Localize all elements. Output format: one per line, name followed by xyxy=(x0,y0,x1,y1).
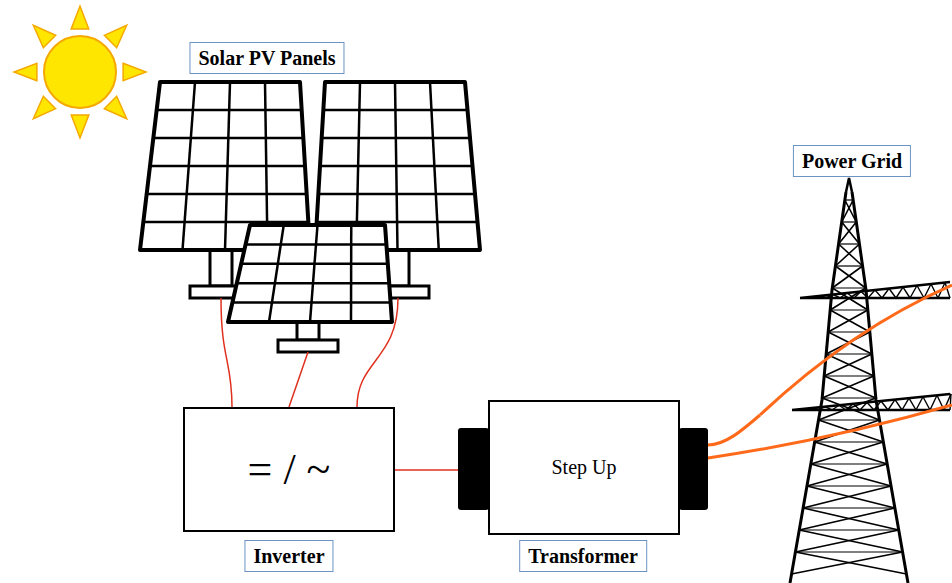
panel-group: Solar PV Panels xyxy=(140,42,476,352)
sun-ray xyxy=(123,63,146,80)
panel-foot xyxy=(278,340,338,352)
box-text: Step Up xyxy=(552,456,617,479)
label-tag: Power Grid xyxy=(793,145,911,177)
panel-pole xyxy=(210,250,232,286)
solar-panel xyxy=(228,225,392,322)
label-tag: Transformer xyxy=(519,540,647,572)
power-line xyxy=(760,285,952,415)
box-text: = / ~ xyxy=(248,444,331,495)
sun-ray xyxy=(104,25,126,47)
sun-ray xyxy=(104,96,126,118)
transformer-box: Step Up Transformer xyxy=(458,400,708,577)
sun-disc xyxy=(44,36,116,108)
wire-connector xyxy=(289,352,308,407)
power-line xyxy=(708,405,952,458)
sun-ray xyxy=(71,6,88,29)
power-grid-tower: Power Grid xyxy=(760,145,952,583)
sun-ray xyxy=(33,25,55,47)
sun-ray xyxy=(33,96,55,118)
solar-panel-drawing xyxy=(140,82,480,352)
sun-ray xyxy=(14,63,37,80)
sun-icon xyxy=(14,6,146,138)
wire xyxy=(357,298,398,407)
outline-box: = / ~ xyxy=(183,407,395,532)
transmission-tower xyxy=(790,178,951,583)
label-tag: Solar PV Panels xyxy=(189,42,344,74)
transformer-terminal xyxy=(458,428,489,510)
inverter-box: = / ~ Inverter xyxy=(183,407,395,577)
transformer-terminal xyxy=(679,428,708,510)
label-tag: Inverter xyxy=(244,540,333,572)
wire xyxy=(221,298,232,407)
outline-box: Step Up xyxy=(488,400,680,535)
panel-pole xyxy=(297,322,319,340)
sun-ray xyxy=(71,115,88,138)
